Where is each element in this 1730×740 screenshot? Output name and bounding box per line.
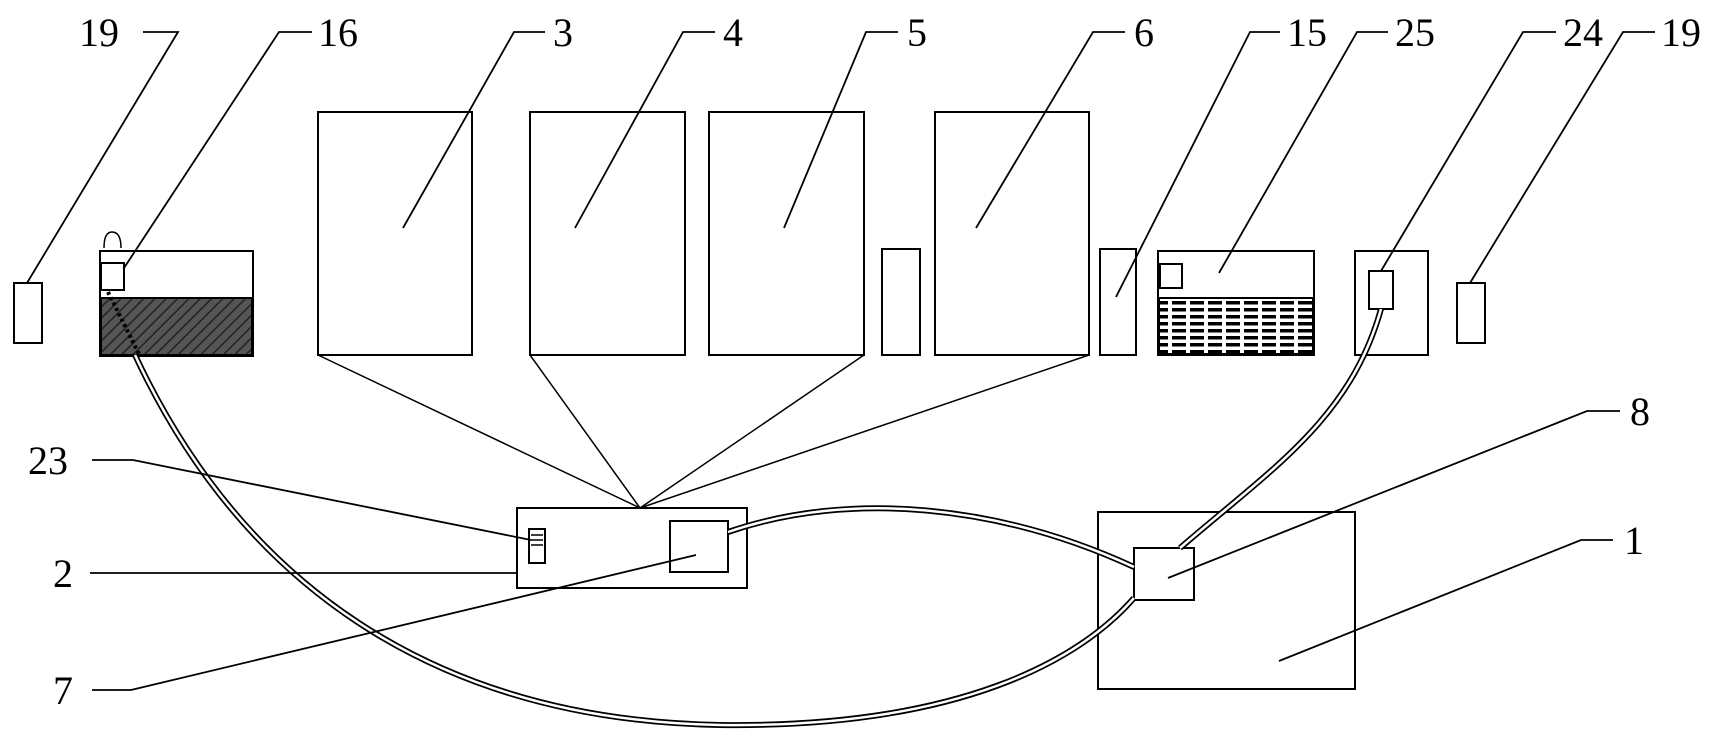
label-24: 24 — [1563, 10, 1603, 55]
label-2: 2 — [53, 551, 73, 596]
label-5: 5 — [907, 10, 927, 55]
label-16: 16 — [318, 10, 358, 55]
small-unit-between-5-6 — [881, 248, 921, 356]
component-25 — [1157, 250, 1315, 356]
label-19-left: 19 — [79, 10, 119, 55]
leader-lines — [26, 31, 1655, 691]
component-19-left — [13, 282, 43, 344]
number-labels: 19 16 3 4 5 6 15 25 24 19 8 23 2 1 7 — [28, 10, 1701, 713]
cabinet-6 — [934, 111, 1090, 356]
cabinet-4 — [529, 111, 686, 356]
label-19-right: 19 — [1661, 10, 1701, 55]
label-3: 3 — [553, 10, 573, 55]
unit-2 — [516, 507, 748, 589]
label-4: 4 — [723, 10, 743, 55]
component-24 — [1354, 250, 1429, 356]
label-8: 8 — [1630, 389, 1650, 434]
label-6: 6 — [1134, 10, 1154, 55]
cabinet-5 — [708, 111, 865, 356]
label-23: 23 — [28, 438, 68, 483]
component-23 — [528, 528, 546, 564]
component-7 — [669, 520, 729, 573]
label-1: 1 — [1624, 518, 1644, 563]
feed-lines — [317, 354, 1090, 509]
unit-1 — [1097, 511, 1356, 690]
component-19-right — [1456, 282, 1486, 344]
handle-arc — [103, 231, 122, 249]
label-25: 25 — [1395, 10, 1435, 55]
component-16-tank — [99, 231, 254, 357]
component-15 — [1099, 248, 1137, 356]
label-15: 15 — [1287, 10, 1327, 55]
component-8 — [1133, 547, 1195, 601]
label-7: 7 — [53, 668, 73, 713]
cables — [106, 291, 1384, 729]
